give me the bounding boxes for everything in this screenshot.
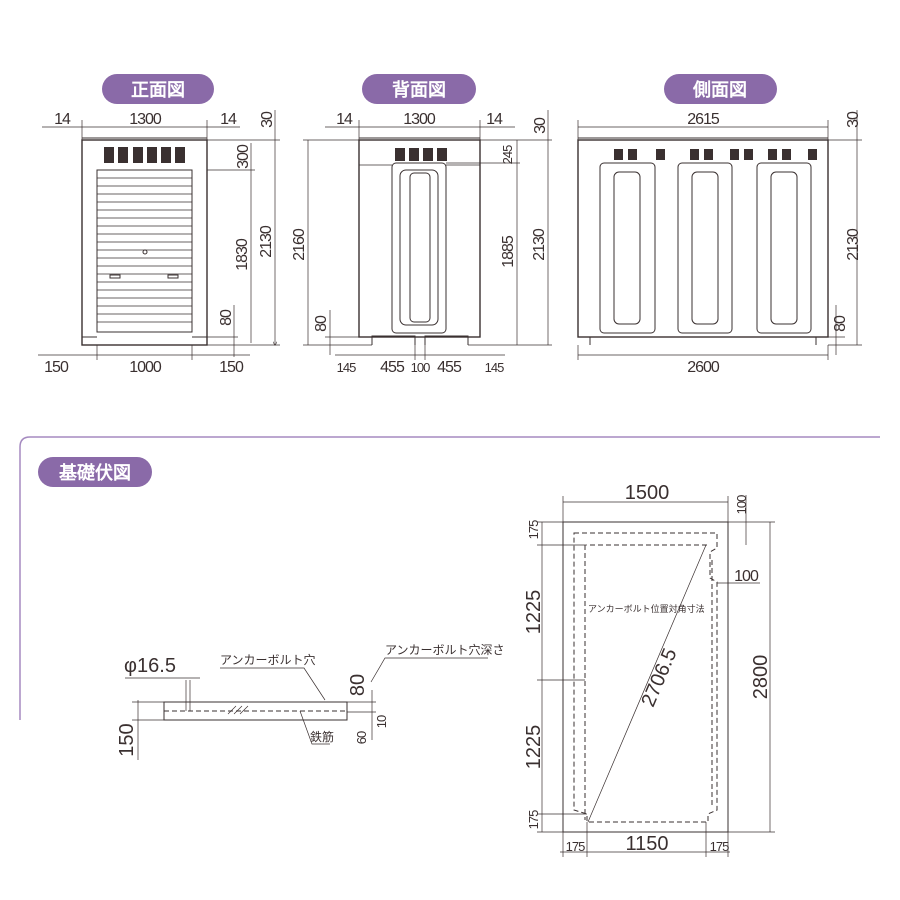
back-dim-left-top: 14 — [336, 111, 353, 128]
front-view: 正面図 14 1300 14 30 2130 300 1830 80 150 1… — [38, 74, 280, 376]
diagonal-value: 2706.5 — [637, 645, 681, 710]
front-dim-top-gap: 30 — [259, 111, 276, 128]
rebar-label: 鉄筋 — [310, 729, 334, 744]
side-dim-height: 2130 — [845, 228, 862, 261]
plan-side-offset: 100 — [734, 568, 759, 585]
side-dim-top-width: 2615 — [687, 111, 720, 128]
back-dim-panel-height: 1885 — [500, 235, 517, 268]
back-dim-total: 2160 — [291, 228, 308, 261]
side-dim-bottom-width: 2600 — [687, 359, 720, 376]
back-dim-b3: 100 — [411, 360, 430, 375]
plan-length: 2800 — [750, 655, 772, 700]
back-view: 背面図 14 1300 14 2160 80 245 1885 30 2130 … — [291, 74, 552, 376]
front-dim-width: 1300 — [129, 111, 162, 128]
section-dim-60: 60 — [354, 731, 369, 744]
anchor-depth-label: アンカーボルト穴深さ — [385, 642, 505, 657]
anchor-hole-label: アンカーボルト穴 — [220, 652, 316, 667]
back-dim-upper: 245 — [500, 145, 515, 164]
side-dim-top-gap: 30 — [845, 111, 862, 128]
plan-lower-1225: 1225 — [523, 725, 545, 770]
front-dim-base: 80 — [218, 309, 235, 326]
plan-upper-1225: 1225 — [523, 590, 545, 635]
front-view-pill — [102, 74, 214, 104]
front-view-title: 正面図 — [131, 80, 185, 101]
diagonal-line — [587, 544, 707, 823]
back-dim-right-top: 14 — [486, 111, 503, 128]
back-dim-b1: 145 — [337, 360, 356, 375]
foundation-plan — [562, 521, 729, 833]
section-dim-10: 10 — [374, 715, 389, 728]
foundation-pill — [38, 457, 152, 487]
foundation-title: 基礎伏図 — [58, 462, 131, 484]
plan-inner-width: 1150 — [625, 833, 668, 855]
side-view: 側面図 2615 30 2130 80 2600 — [577, 74, 862, 376]
side-doors — [599, 162, 812, 334]
front-dim-door-width: 1000 — [129, 359, 162, 376]
foundation-section: 基礎伏図 φ16.5 アンカーボルト穴 アンカーボルト穴深さ 鉄筋 150 80… — [38, 457, 775, 857]
back-dim-base: 80 — [313, 315, 330, 332]
front-dim-height: 2130 — [258, 225, 275, 258]
side-dim-base: 80 — [832, 315, 849, 332]
front-dim-left-top: 14 — [54, 111, 71, 128]
anchor-depth-value: 80 — [347, 674, 369, 696]
front-dim-upper: 300 — [235, 144, 252, 169]
front-dim-left-bottom: 150 — [44, 359, 69, 376]
plan-width: 1500 — [625, 482, 670, 504]
back-dim-b5: 145 — [485, 360, 504, 375]
back-dim-b4: 455 — [437, 359, 462, 376]
back-panel — [391, 162, 447, 334]
diagonal-label: アンカーボルト位置対角寸法 — [588, 603, 705, 615]
section-divider — [19, 436, 880, 720]
back-view-title: 背面図 — [392, 79, 446, 101]
plan-top-175: 175 — [526, 520, 541, 539]
vent-icon — [104, 147, 185, 163]
vent-icon — [395, 148, 447, 161]
side-view-title: 側面図 — [692, 79, 747, 101]
shutter — [96, 169, 193, 333]
front-dim-door-height: 1830 — [234, 238, 251, 271]
plan-bottom-175: 175 — [526, 810, 541, 829]
back-dim-top-gap: 30 — [532, 117, 549, 134]
plan-top-offset: 100 — [734, 495, 749, 514]
diameter-label: φ16.5 — [124, 655, 176, 677]
front-cabinet — [81, 139, 208, 346]
front-dim-right-top: 14 — [220, 111, 237, 128]
slab-thickness: 150 — [116, 723, 138, 756]
vent-icon — [614, 149, 817, 160]
front-dim-right-bottom: 150 — [219, 359, 244, 376]
back-dim-width: 1300 — [403, 111, 436, 128]
plan-left-175: 175 — [566, 839, 585, 854]
back-dim-height: 2130 — [531, 228, 548, 261]
side-view-pill — [664, 74, 777, 104]
back-view-pill — [362, 74, 476, 104]
side-cabinet — [577, 139, 829, 338]
plan-right-175: 175 — [710, 839, 729, 854]
back-dim-b2: 455 — [380, 359, 405, 376]
